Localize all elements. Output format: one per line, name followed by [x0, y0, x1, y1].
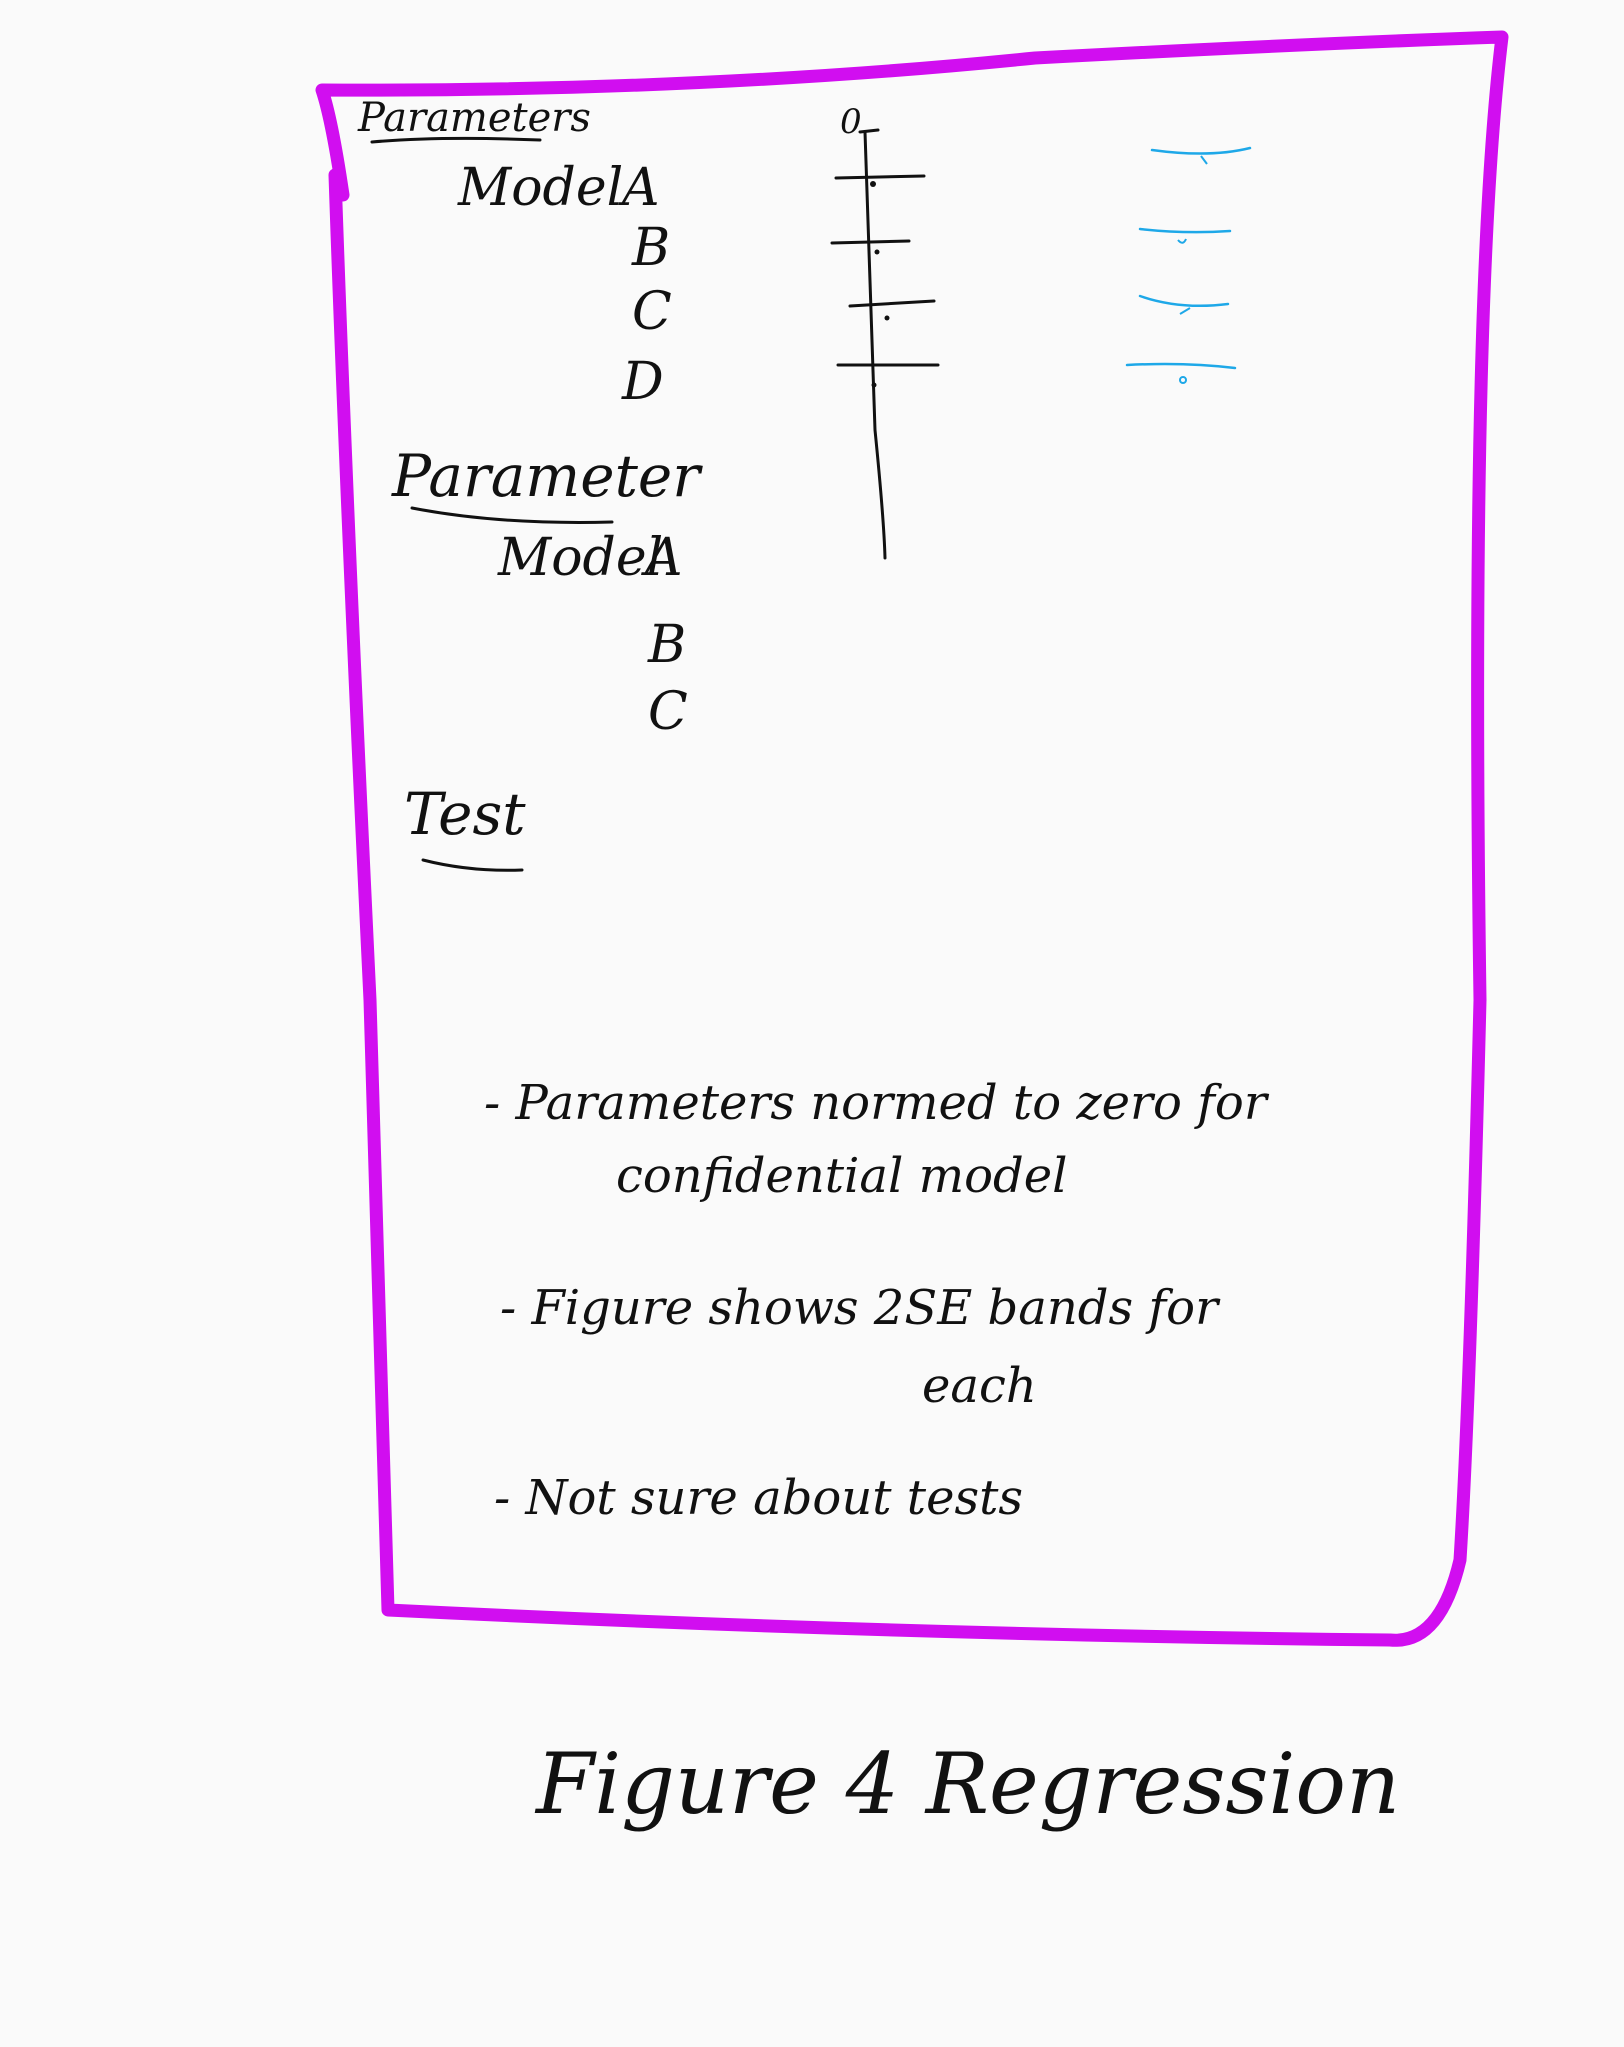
- section2-row-A: A: [645, 528, 683, 588]
- note-3-line-1: - Not sure about tests: [494, 1470, 1024, 1526]
- section1-heading: Parameters: [358, 95, 591, 141]
- estimate-A-tick: [834, 174, 926, 180]
- section1-row-B: B: [632, 218, 671, 278]
- section2-heading: Parameter: [392, 442, 700, 510]
- se-bands: [1125, 146, 1252, 370]
- axis-line: [863, 130, 887, 560]
- section2-model-label: Model: [498, 528, 664, 588]
- band-A: [1150, 146, 1252, 155]
- band-A-mark: [1200, 155, 1208, 165]
- axis-zero-label: 0: [840, 102, 862, 142]
- estimate-A-dot: [870, 181, 876, 187]
- note-1-line-1: - Parameters normed to zero for: [484, 1075, 1267, 1131]
- band-C: [1138, 294, 1230, 308]
- band-C-mark: [1179, 307, 1191, 315]
- band-B-mark: [1177, 238, 1187, 244]
- note-2-line-2: each: [922, 1358, 1037, 1414]
- estimate-C-tick: [848, 299, 936, 308]
- figure-caption: Figure 4 Regression: [536, 1735, 1401, 1833]
- axis-top-tick: [858, 128, 880, 134]
- band-B: [1138, 227, 1232, 234]
- estimate-B-tick: [830, 239, 911, 245]
- note-2-line-1: - Figure shows 2SE bands for: [500, 1280, 1219, 1336]
- section1-heading-underline: [370, 136, 542, 144]
- note-1-line-2: confidential model: [616, 1148, 1068, 1204]
- estimate-dots: [870, 181, 890, 388]
- frame-border: [315, 30, 1509, 1647]
- estimate-D-dot: [871, 382, 877, 388]
- test-heading: Test: [404, 780, 526, 848]
- section1-row-C: C: [632, 282, 672, 342]
- band-D: [1125, 362, 1237, 370]
- band-marks: [1177, 155, 1208, 384]
- estimate-axis: [830, 128, 940, 560]
- estimate-C-dot: [884, 315, 890, 321]
- section1-row-D: D: [622, 352, 664, 412]
- section1-row-A: A: [622, 158, 660, 218]
- section1-model-label: Model: [458, 158, 624, 218]
- test-heading-underline: [421, 858, 524, 872]
- section2-row-C: C: [648, 682, 688, 742]
- estimate-B-dot: [874, 249, 880, 255]
- band-D-mark: [1179, 376, 1187, 384]
- section2-row-B: B: [648, 615, 687, 675]
- section2-heading-underline: [410, 506, 614, 524]
